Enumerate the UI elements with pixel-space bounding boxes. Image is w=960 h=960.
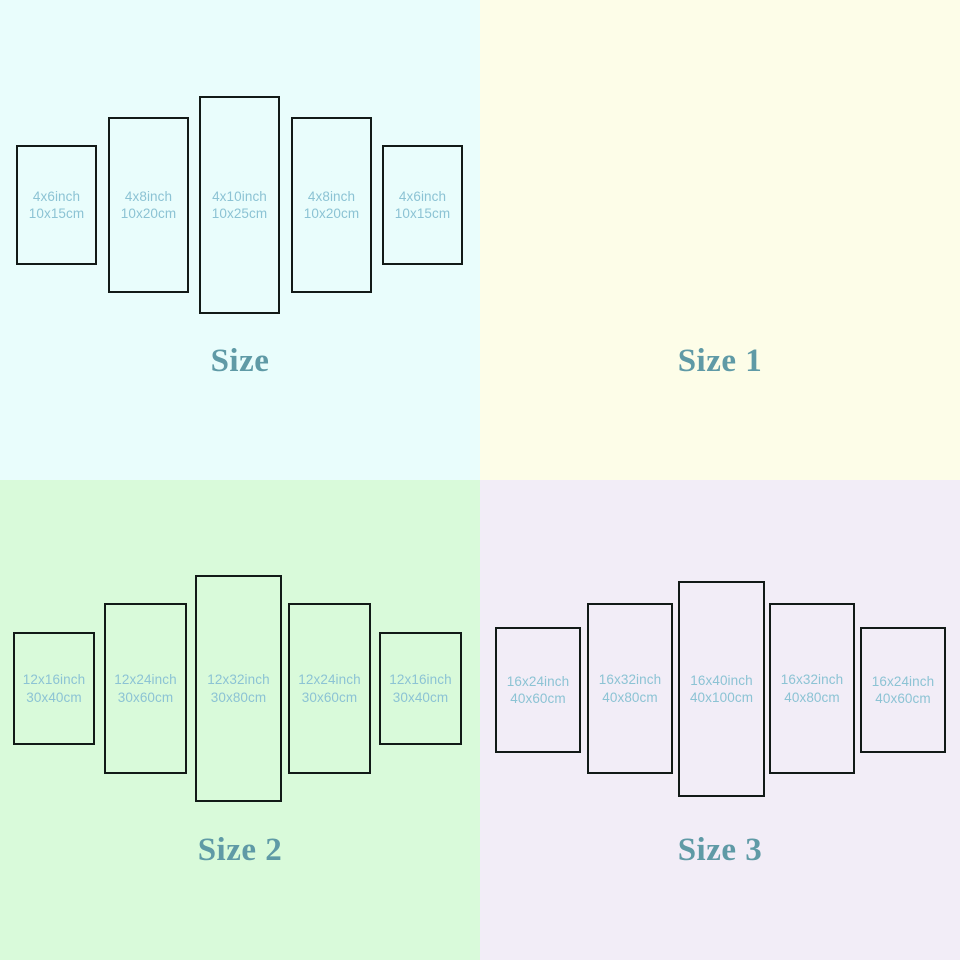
panel-size-inch: 16x32inch (598, 672, 662, 688)
frame-panel-size-3[interactable]: 4x10inch 10x25cm (199, 96, 280, 314)
panel-size-inch: 16x32inch (780, 672, 844, 688)
panel-size-label: 16x24inch 40x60cm (507, 673, 569, 708)
panel-size-label: 4x10inch 10x25cm (212, 188, 267, 223)
frame-panel-size-1[interactable]: 4x6inch 10x15cm (16, 145, 97, 265)
frame-panel-size-3-5[interactable]: 16x24inch 40x60cm (860, 627, 946, 753)
panel-size-cm: 40x100cm (689, 690, 754, 705)
panel-size-inch: 16x40inch (690, 672, 753, 688)
panel-group-size-1: 8x14inch20x35cm8x18inch20x45cm8x22inch20… (480, 0, 960, 480)
panel-size-label: 16x24inch 40x60cm (872, 673, 934, 708)
panel-size-label: 4x6inch 10x15cm (395, 188, 450, 223)
quadrant-title-size-2: Size 2 (197, 832, 283, 868)
panel-size-cm: 40x80cm (784, 689, 840, 705)
panel-size-inch: 12x24inch (114, 672, 177, 688)
panel-size-cm: 30x40cm (26, 689, 82, 705)
frame-panel-size-4[interactable]: 4x8inch 10x20cm (291, 117, 372, 293)
panel-size-inch: 16x24inch (871, 673, 935, 689)
quadrant-size-1: 8x14inch20x35cm8x18inch20x45cm8x22inch20… (480, 0, 960, 480)
panel-size-inch: 12x16inch (22, 672, 86, 688)
panel-size-label: 16x40inch 40x100cm (690, 672, 753, 707)
quadrant-title-size-3: Size 3 (677, 832, 763, 868)
panel-size-cm: 30x60cm (301, 689, 358, 705)
quadrant-title-size-1: Size 1 (677, 343, 763, 379)
panel-size-inch: 4x10inch (212, 188, 267, 204)
panel-size-cm: 40x80cm (602, 689, 658, 705)
panel-size-cm: 10x20cm (120, 206, 177, 221)
panel-size-cm: 10x15cm (394, 206, 451, 221)
panel-size-label: 4x6inch 10x15cm (29, 188, 84, 223)
panel-size-cm: 30x40cm (392, 689, 449, 705)
panel-size-inch: 12x24inch (298, 672, 361, 688)
frame-panel-size-5[interactable]: 4x6inch 10x15cm (382, 145, 463, 265)
frame-panel-size-3-3[interactable]: 16x40inch 40x100cm (678, 581, 765, 797)
panel-size-cm: 30x60cm (117, 689, 174, 705)
panel-size-cm: 40x60cm (875, 691, 931, 706)
panel-size-cm: 10x20cm (303, 206, 360, 221)
panel-size-inch: 12x32inch (207, 672, 270, 688)
panel-group-size: 4x6inch 10x15cm 4x8inch 10x20cm 4x10inch 10x2… (0, 0, 480, 480)
frame-panel-size-2[interactable]: 4x8inch 10x20cm (108, 117, 189, 293)
panel-size-cm: 10x25cm (211, 206, 268, 221)
panel-size-label: 4x8inch 10x20cm (121, 188, 176, 223)
panel-size-inch: 4x6inch (398, 188, 447, 204)
panel-size-inch: 12x16inch (389, 672, 452, 688)
quadrant-title-size: Size (210, 343, 270, 379)
panel-size-inch: 4x8inch (124, 188, 173, 204)
panel-size-cm: 40x60cm (510, 691, 566, 706)
frame-panel-size-3-1[interactable]: 16x24inch 40x60cm (495, 627, 581, 753)
panel-size-inch: 4x6inch (32, 188, 81, 204)
panel-size-inch: 4x8inch (307, 188, 356, 204)
panel-size-cm: 30x80cm (210, 689, 267, 705)
quadrant-size: 4x6inch 10x15cm 4x8inch 10x20cm 4x10inch 10x2… (0, 0, 480, 480)
panel-size-cm: 10x15cm (28, 206, 85, 221)
panel-size-label: 4x8inch 10x20cm (304, 188, 359, 223)
panel-size-inch: 16x24inch (506, 673, 570, 689)
